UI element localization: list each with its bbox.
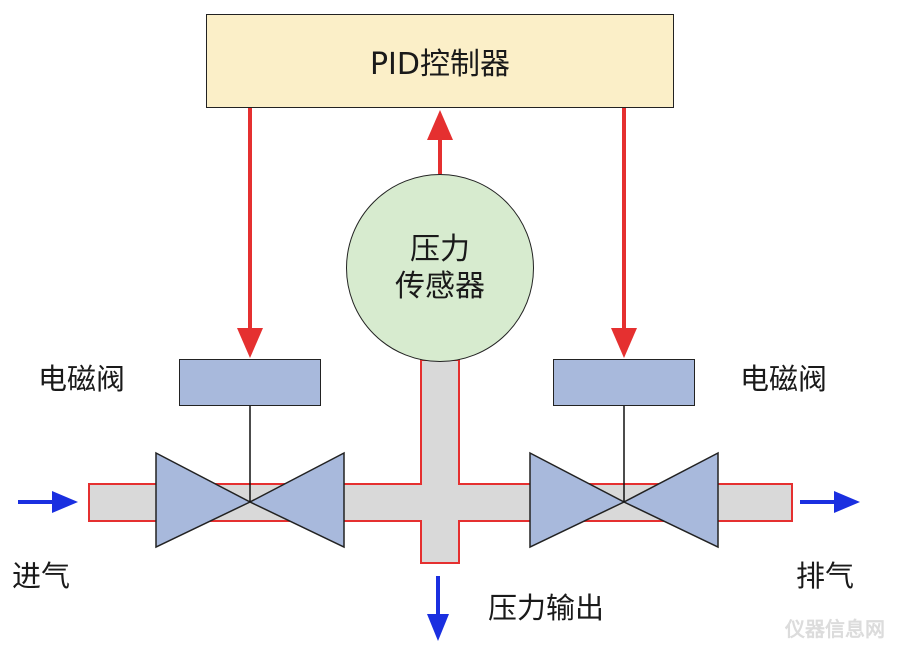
- watermark: 仪器信息网: [785, 617, 885, 641]
- pressure-sensor: 压力 传感器: [346, 174, 534, 362]
- signal-arrowheads: [237, 110, 637, 358]
- exhaust-arrow-head: [834, 491, 860, 513]
- sensor-label-line2: 传感器: [395, 269, 485, 304]
- output-arrow-head: [427, 614, 449, 641]
- left-valve-body: [155, 406, 345, 549]
- pid-controller-label: PID控制器: [369, 47, 511, 82]
- flow-arrows: [18, 491, 860, 641]
- right-valve-body: [529, 406, 719, 549]
- left-solenoid-coil: [179, 359, 321, 406]
- right-valve-label: 电磁阀: [740, 362, 828, 396]
- pid-controller: PID控制器: [206, 14, 674, 108]
- inlet-arrow-head: [52, 491, 78, 513]
- exhaust-label: 排气: [796, 559, 855, 593]
- pressure-output-label: 压力输出: [488, 591, 605, 625]
- right-solenoid-coil: [553, 359, 695, 406]
- left-valve-label: 电磁阀: [38, 362, 126, 396]
- inlet-label: 进气: [12, 559, 71, 593]
- sensor-label-line1: 压力: [410, 231, 470, 267]
- signal-arrows: [248, 108, 626, 338]
